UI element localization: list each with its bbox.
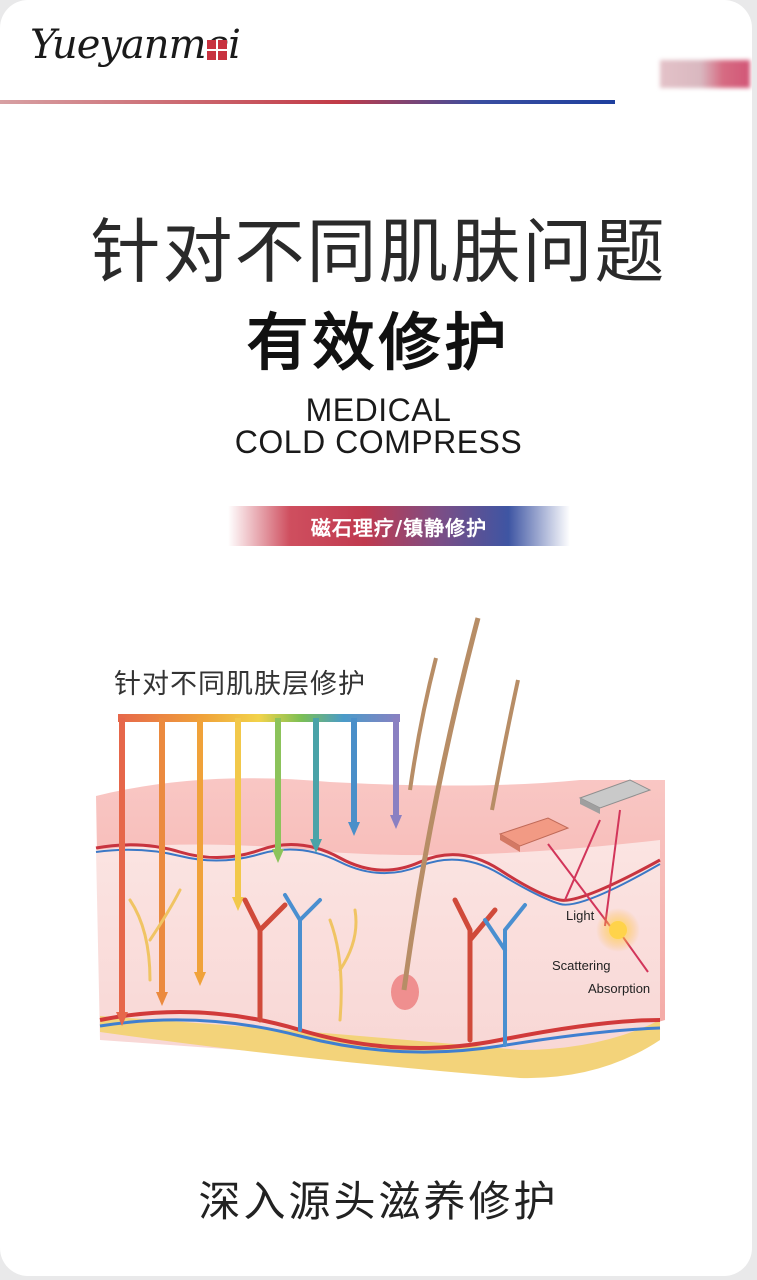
annotation-scattering: Scattering — [552, 958, 611, 973]
brand-logo: Yueyanmei — [30, 22, 241, 68]
tag-banner — [228, 506, 570, 546]
illustration-label: 针对不同肌肤层修护 — [114, 669, 366, 700]
tag-label: 磁石理疗/镇静修护 — [310, 516, 488, 540]
english-title-line1: MEDICAL — [305, 392, 452, 428]
blurred-badge — [660, 60, 750, 88]
annotation-absorption: Absorption — [588, 981, 650, 996]
brand-mark-icon — [207, 40, 227, 60]
header-divider — [0, 100, 615, 104]
footer-title: 深入源头滋养修护 — [198, 1177, 559, 1226]
page-title: 针对不同肌肤问题 — [90, 211, 667, 293]
annotation-light: Light — [566, 908, 595, 923]
skin-layers-illustration: Light Scattering Absorption — [95, 617, 665, 1079]
page-subtitle: 有效修护 — [246, 306, 511, 379]
english-title-line2: COLD COMPRESS — [234, 424, 523, 460]
